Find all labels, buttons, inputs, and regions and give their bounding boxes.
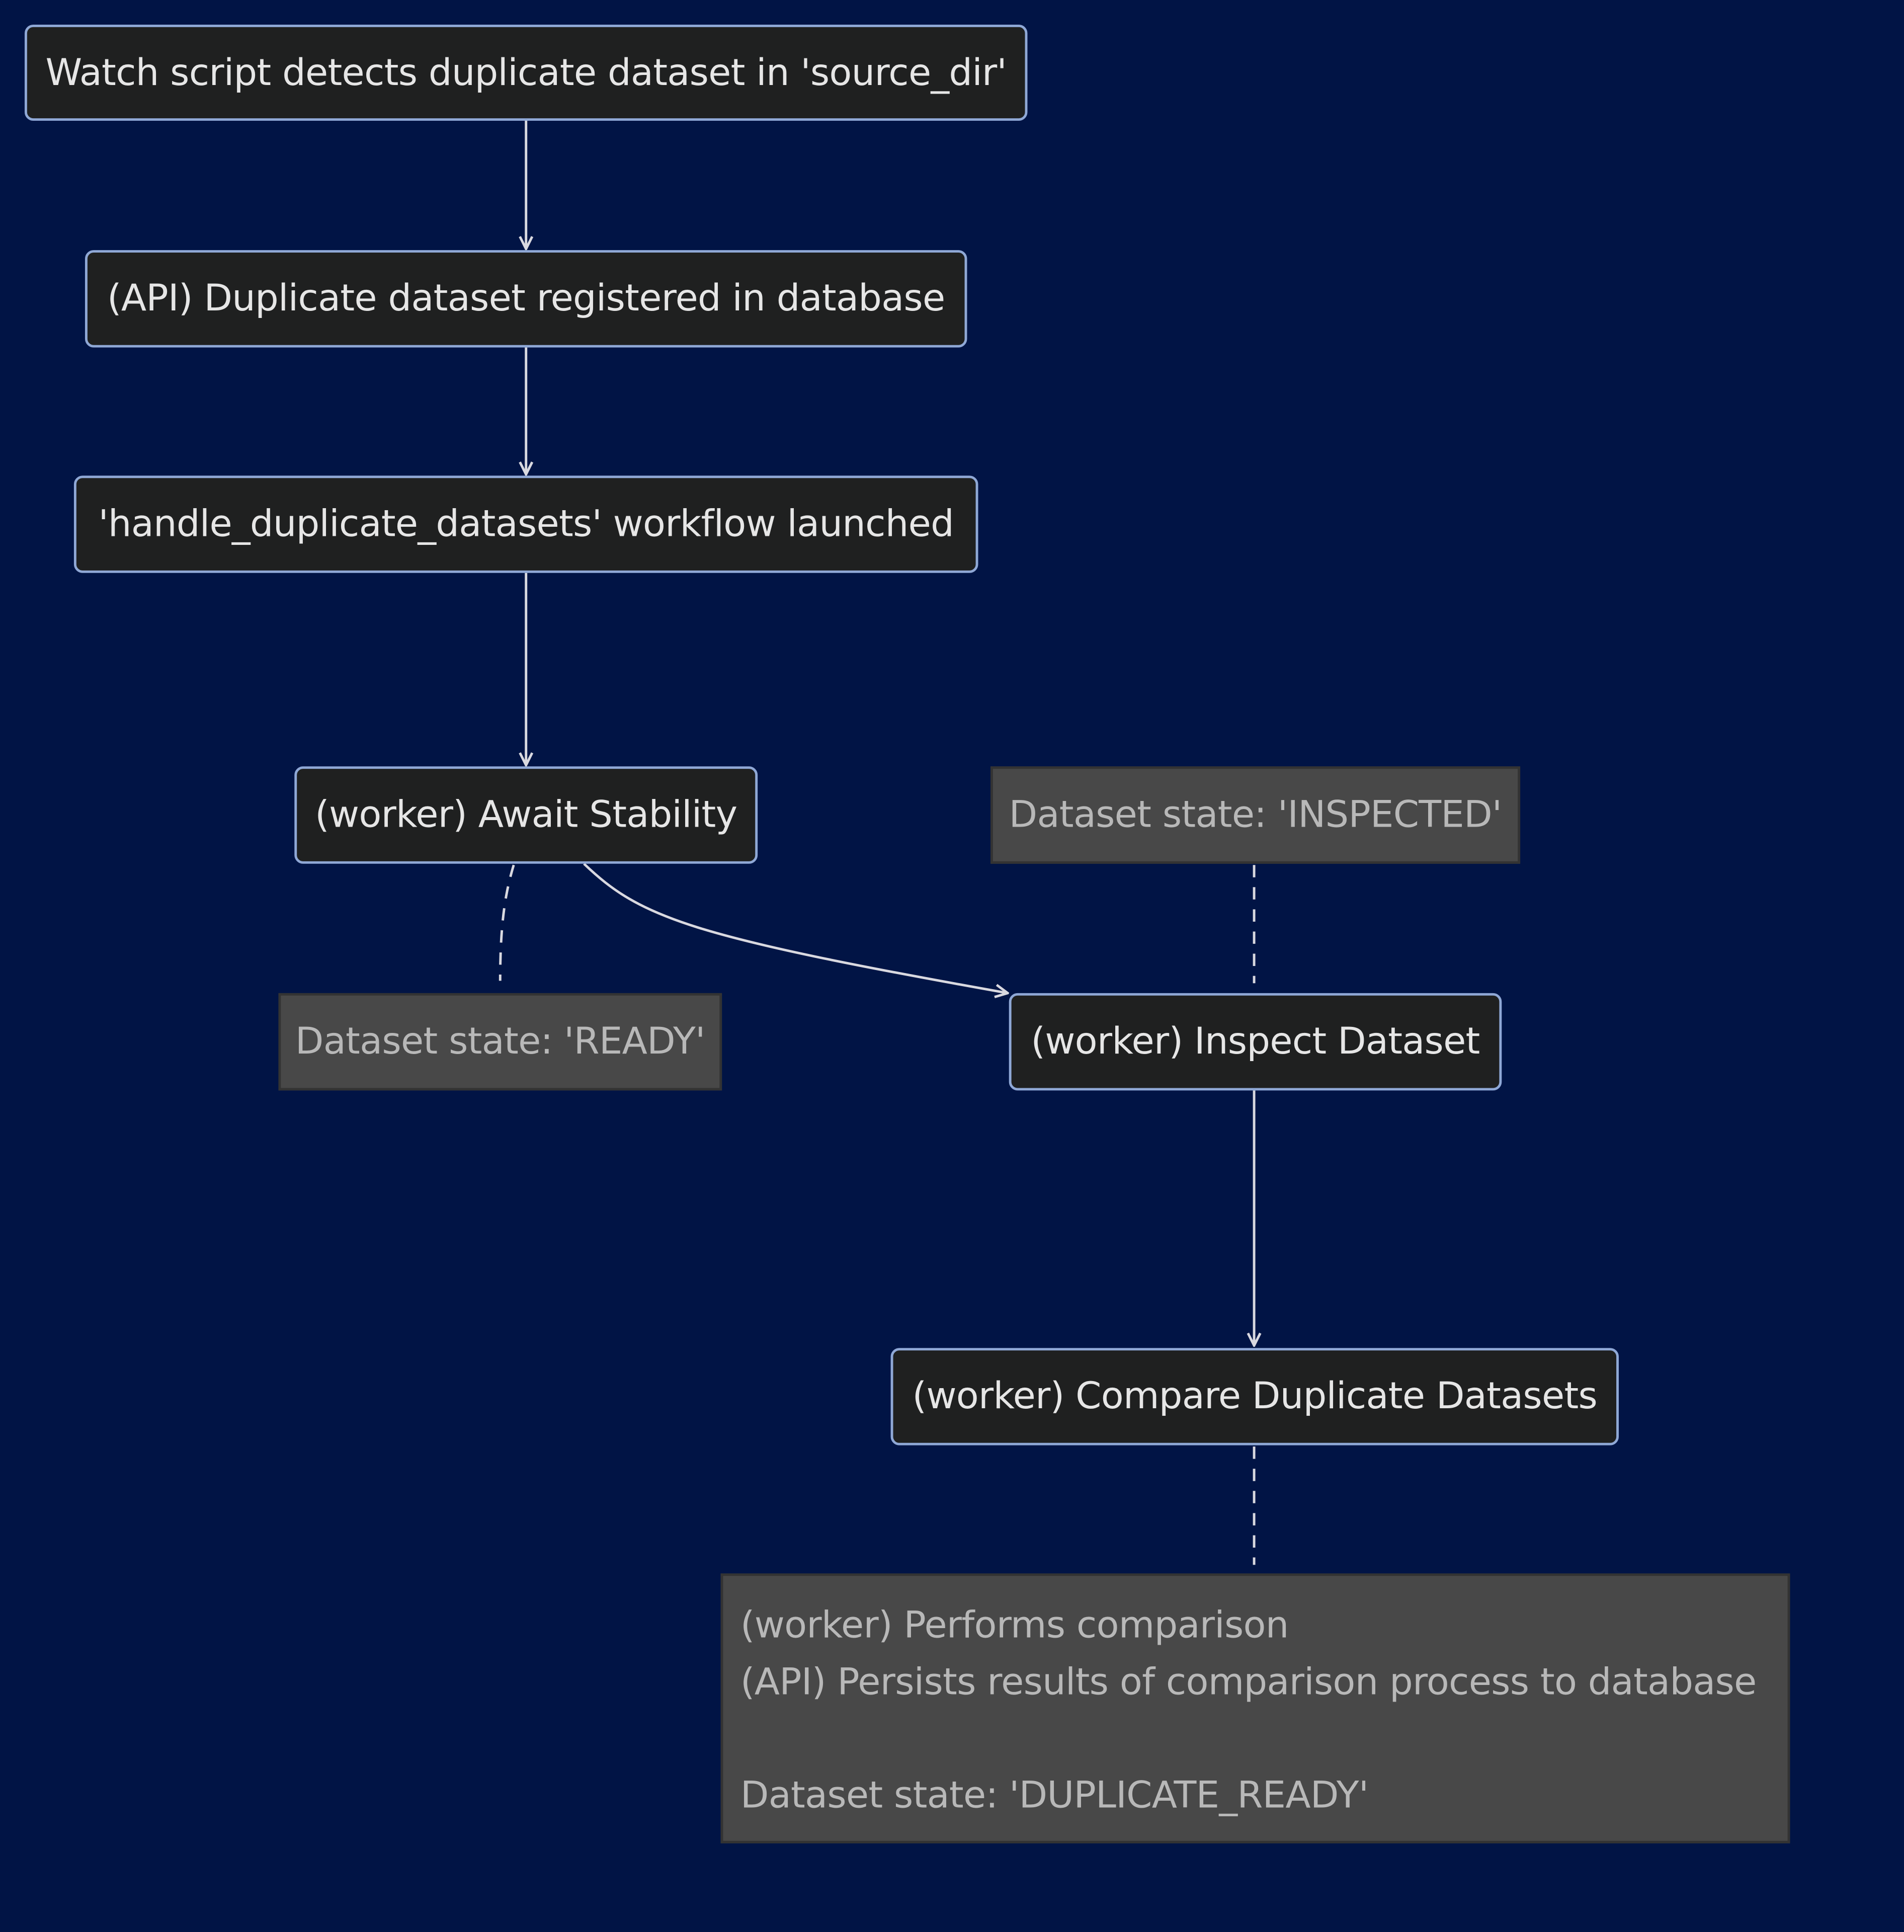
node-compare-duplicates: (worker) Compare Duplicate Datasets: [890, 1348, 1619, 1445]
node-workflow-launched-label: 'handle_duplicate_datasets' workflow lau…: [98, 503, 954, 546]
node-watch-script: Watch script detects duplicate dataset i…: [24, 24, 1028, 121]
node-compare-duplicates-label: (worker) Compare Duplicate Datasets: [912, 1375, 1598, 1418]
note-comparison-details: (worker) Performs comparison (API) Persi…: [720, 1573, 1790, 1843]
note-comparison-line: [740, 1712, 1770, 1768]
node-watch-script-label: Watch script detects duplicate dataset i…: [45, 51, 1007, 95]
note-inspected-text: Dataset state: 'INSPECTED': [1009, 793, 1502, 837]
note-comparison-line: (worker) Performs comparison: [740, 1604, 1289, 1648]
note-ready: Dataset state: 'READY': [278, 993, 722, 1091]
node-inspect-dataset-label: (worker) Inspect Dataset: [1031, 1020, 1480, 1064]
edge-stability-to-inspect: [583, 862, 1008, 993]
note-inspected: Dataset state: 'INSPECTED': [990, 766, 1521, 864]
node-workflow-launched: 'handle_duplicate_datasets' workflow lau…: [73, 475, 978, 573]
note-comparison-line: (API) Persists results of comparison pro…: [740, 1661, 1757, 1704]
note-ready-text: Dataset state: 'READY': [295, 1020, 705, 1064]
node-inspect-dataset: (worker) Inspect Dataset: [1009, 993, 1502, 1091]
dashed-link-stability-to-ready-note: [499, 864, 515, 981]
node-await-stability-label: (worker) Await Stability: [315, 793, 737, 837]
node-api-register-label: (API) Duplicate dataset registered in da…: [107, 277, 945, 320]
node-await-stability: (worker) Await Stability: [294, 766, 758, 864]
node-api-register: (API) Duplicate dataset registered in da…: [85, 250, 967, 348]
note-comparison-line: Dataset state: 'DUPLICATE_READY': [740, 1774, 1369, 1818]
